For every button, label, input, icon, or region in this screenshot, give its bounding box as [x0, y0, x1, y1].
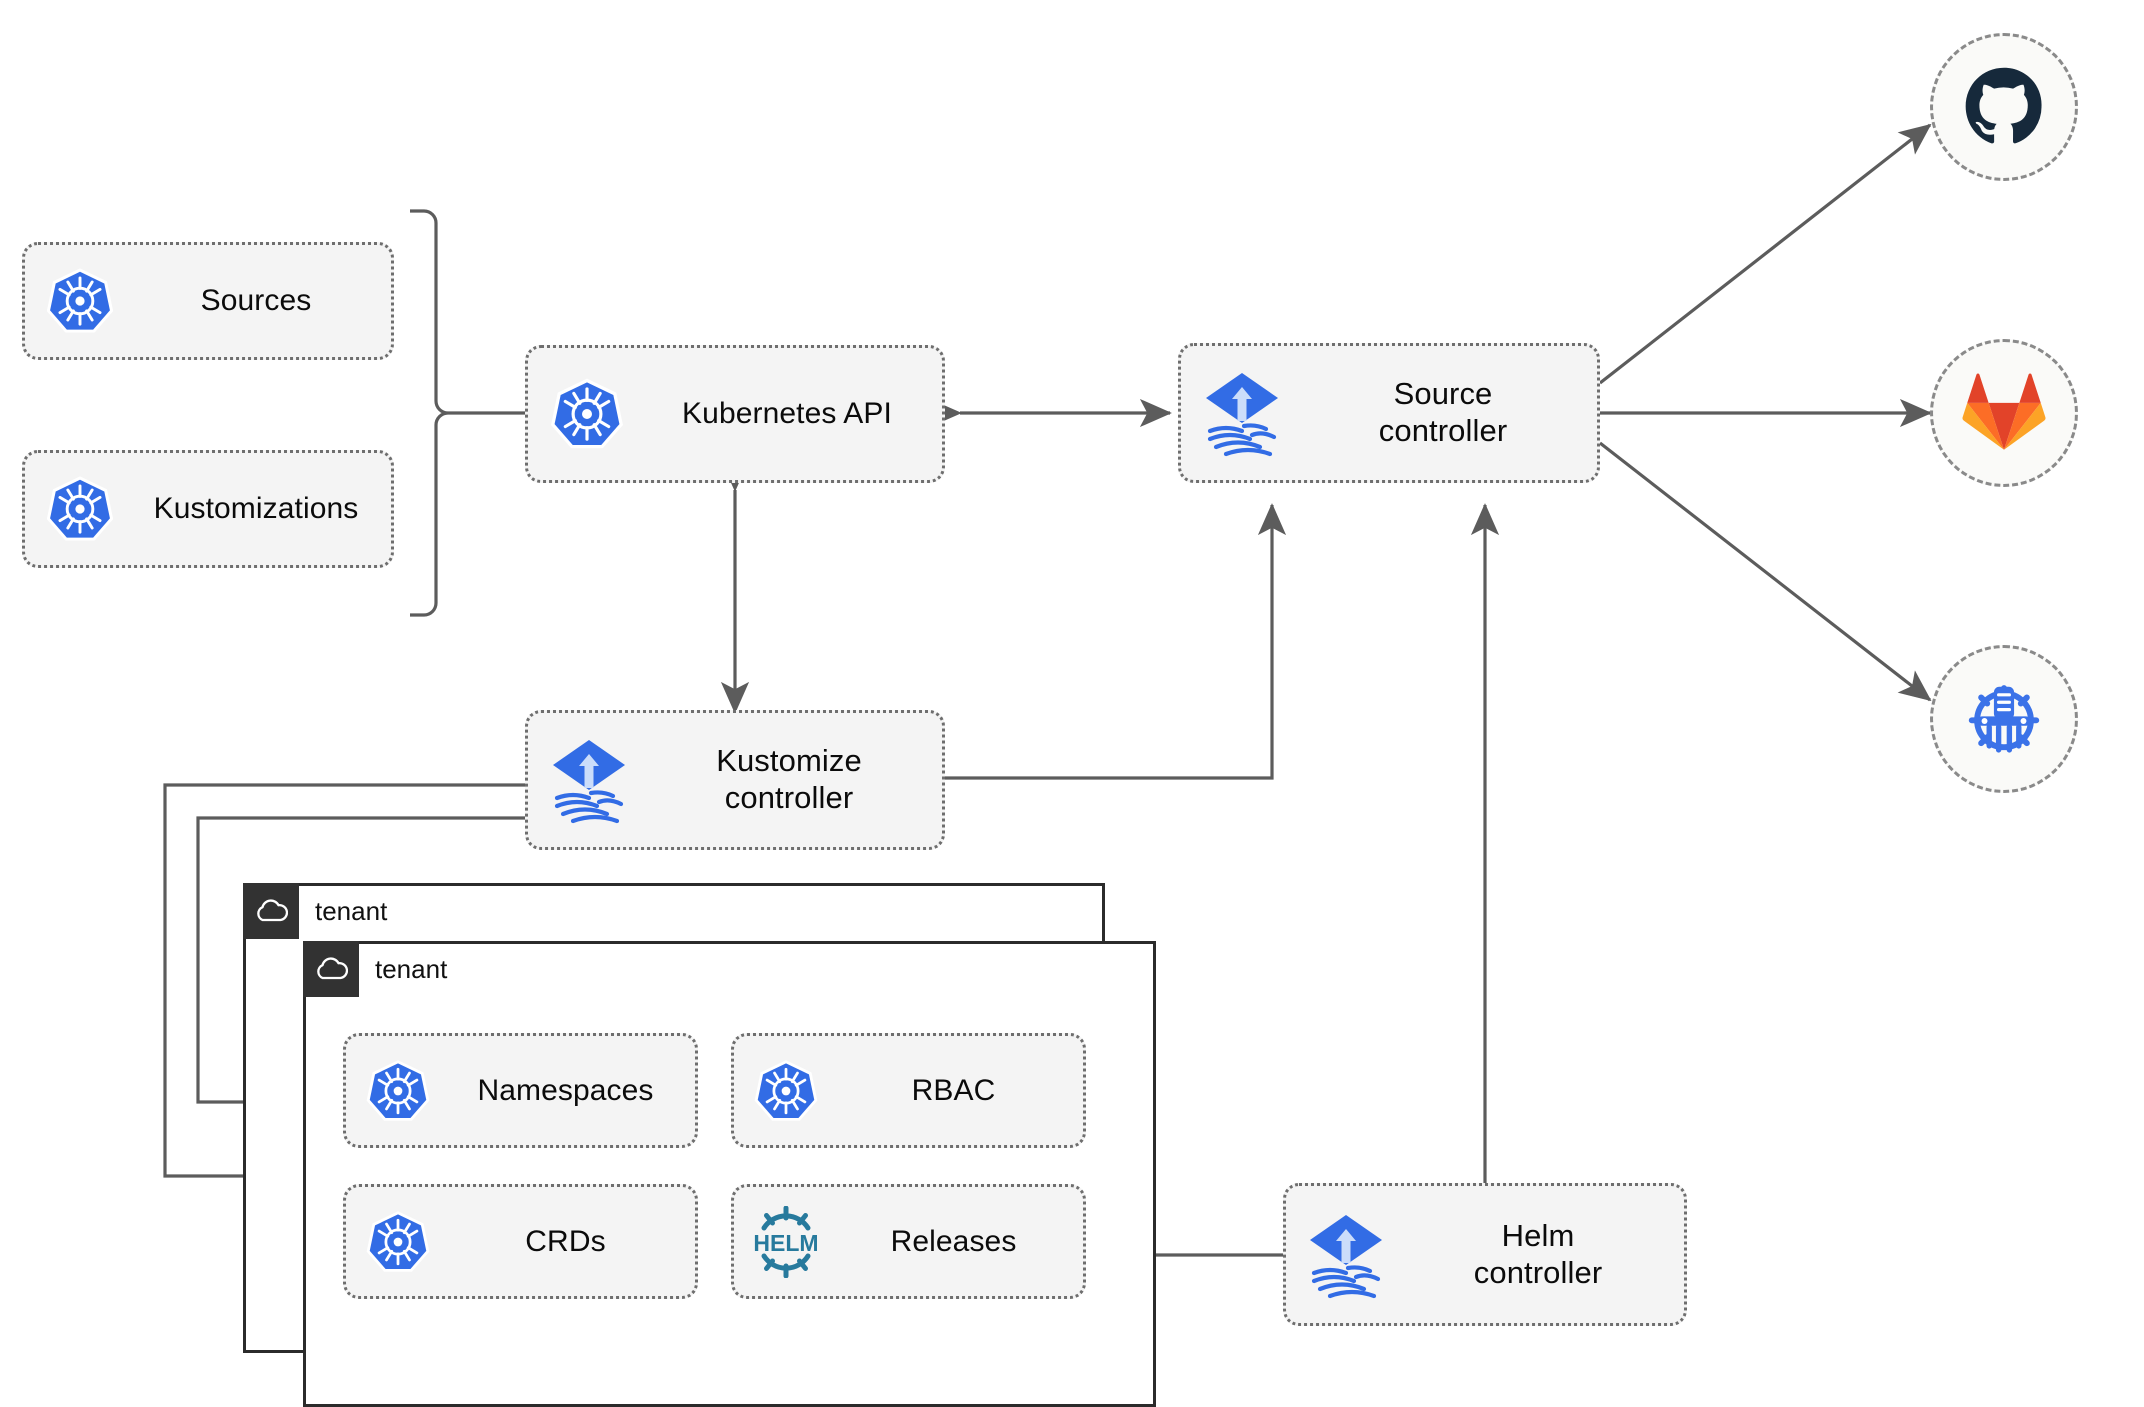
node-namespaces[interactable]: Namespaces: [343, 1033, 698, 1148]
node-kubernetes-api[interactable]: Kubernetes API: [525, 345, 945, 483]
node-label: Kustomizations: [153, 492, 359, 526]
kubernetes-icon: [528, 375, 646, 453]
tenant-box-inner[interactable]: tenant Namesp: [303, 941, 1156, 1407]
node-releases[interactable]: HELM Releases: [731, 1184, 1086, 1299]
kubernetes-icon: [346, 1057, 450, 1125]
provider-github[interactable]: [1930, 33, 2078, 181]
tenant-label: tenant: [375, 953, 448, 984]
node-label: Sources: [200, 284, 312, 318]
node-label: RBAC: [911, 1073, 996, 1107]
cloud-icon: [243, 883, 299, 939]
kubernetes-icon: [346, 1208, 450, 1276]
tenant-tab-inner: tenant: [303, 941, 447, 997]
kubernetes-icon: [734, 1057, 838, 1125]
provider-gitlab[interactable]: [1930, 339, 2078, 487]
flux-icon: [1181, 369, 1303, 457]
node-kustomizations[interactable]: Kustomizations: [22, 450, 394, 568]
svg-text:HELM: HELM: [753, 1230, 818, 1256]
kubernetes-icon: [25, 265, 135, 337]
node-label: Namespaces: [477, 1073, 654, 1107]
flux-icon: [528, 736, 650, 824]
node-rbac[interactable]: RBAC: [731, 1033, 1086, 1148]
provider-bucket[interactable]: [1930, 645, 2078, 793]
node-sources[interactable]: Sources: [22, 242, 394, 360]
node-label: CRDs: [525, 1224, 606, 1258]
node-label: Releases: [890, 1224, 1017, 1258]
flux-icon: [1286, 1211, 1406, 1299]
wire-source-to-bucket: [1599, 441, 1932, 702]
tenant-label: tenant: [315, 895, 388, 926]
wire-kustomize-to-source: [945, 503, 1287, 780]
gitlab-icon: [1962, 373, 2046, 453]
github-icon: [1963, 66, 2045, 148]
kubernetes-icon: [25, 473, 135, 545]
helm-icon: HELM: [734, 1205, 838, 1278]
cloud-icon: [303, 941, 359, 997]
group-bracket: [410, 209, 449, 617]
node-crds[interactable]: CRDs: [343, 1184, 698, 1299]
tenant-tab-outer: tenant: [243, 883, 387, 939]
wire-source-to-github: [1599, 123, 1932, 385]
bucket-icon: [1961, 676, 2047, 762]
node-label: Kubernetes API: [682, 397, 892, 431]
